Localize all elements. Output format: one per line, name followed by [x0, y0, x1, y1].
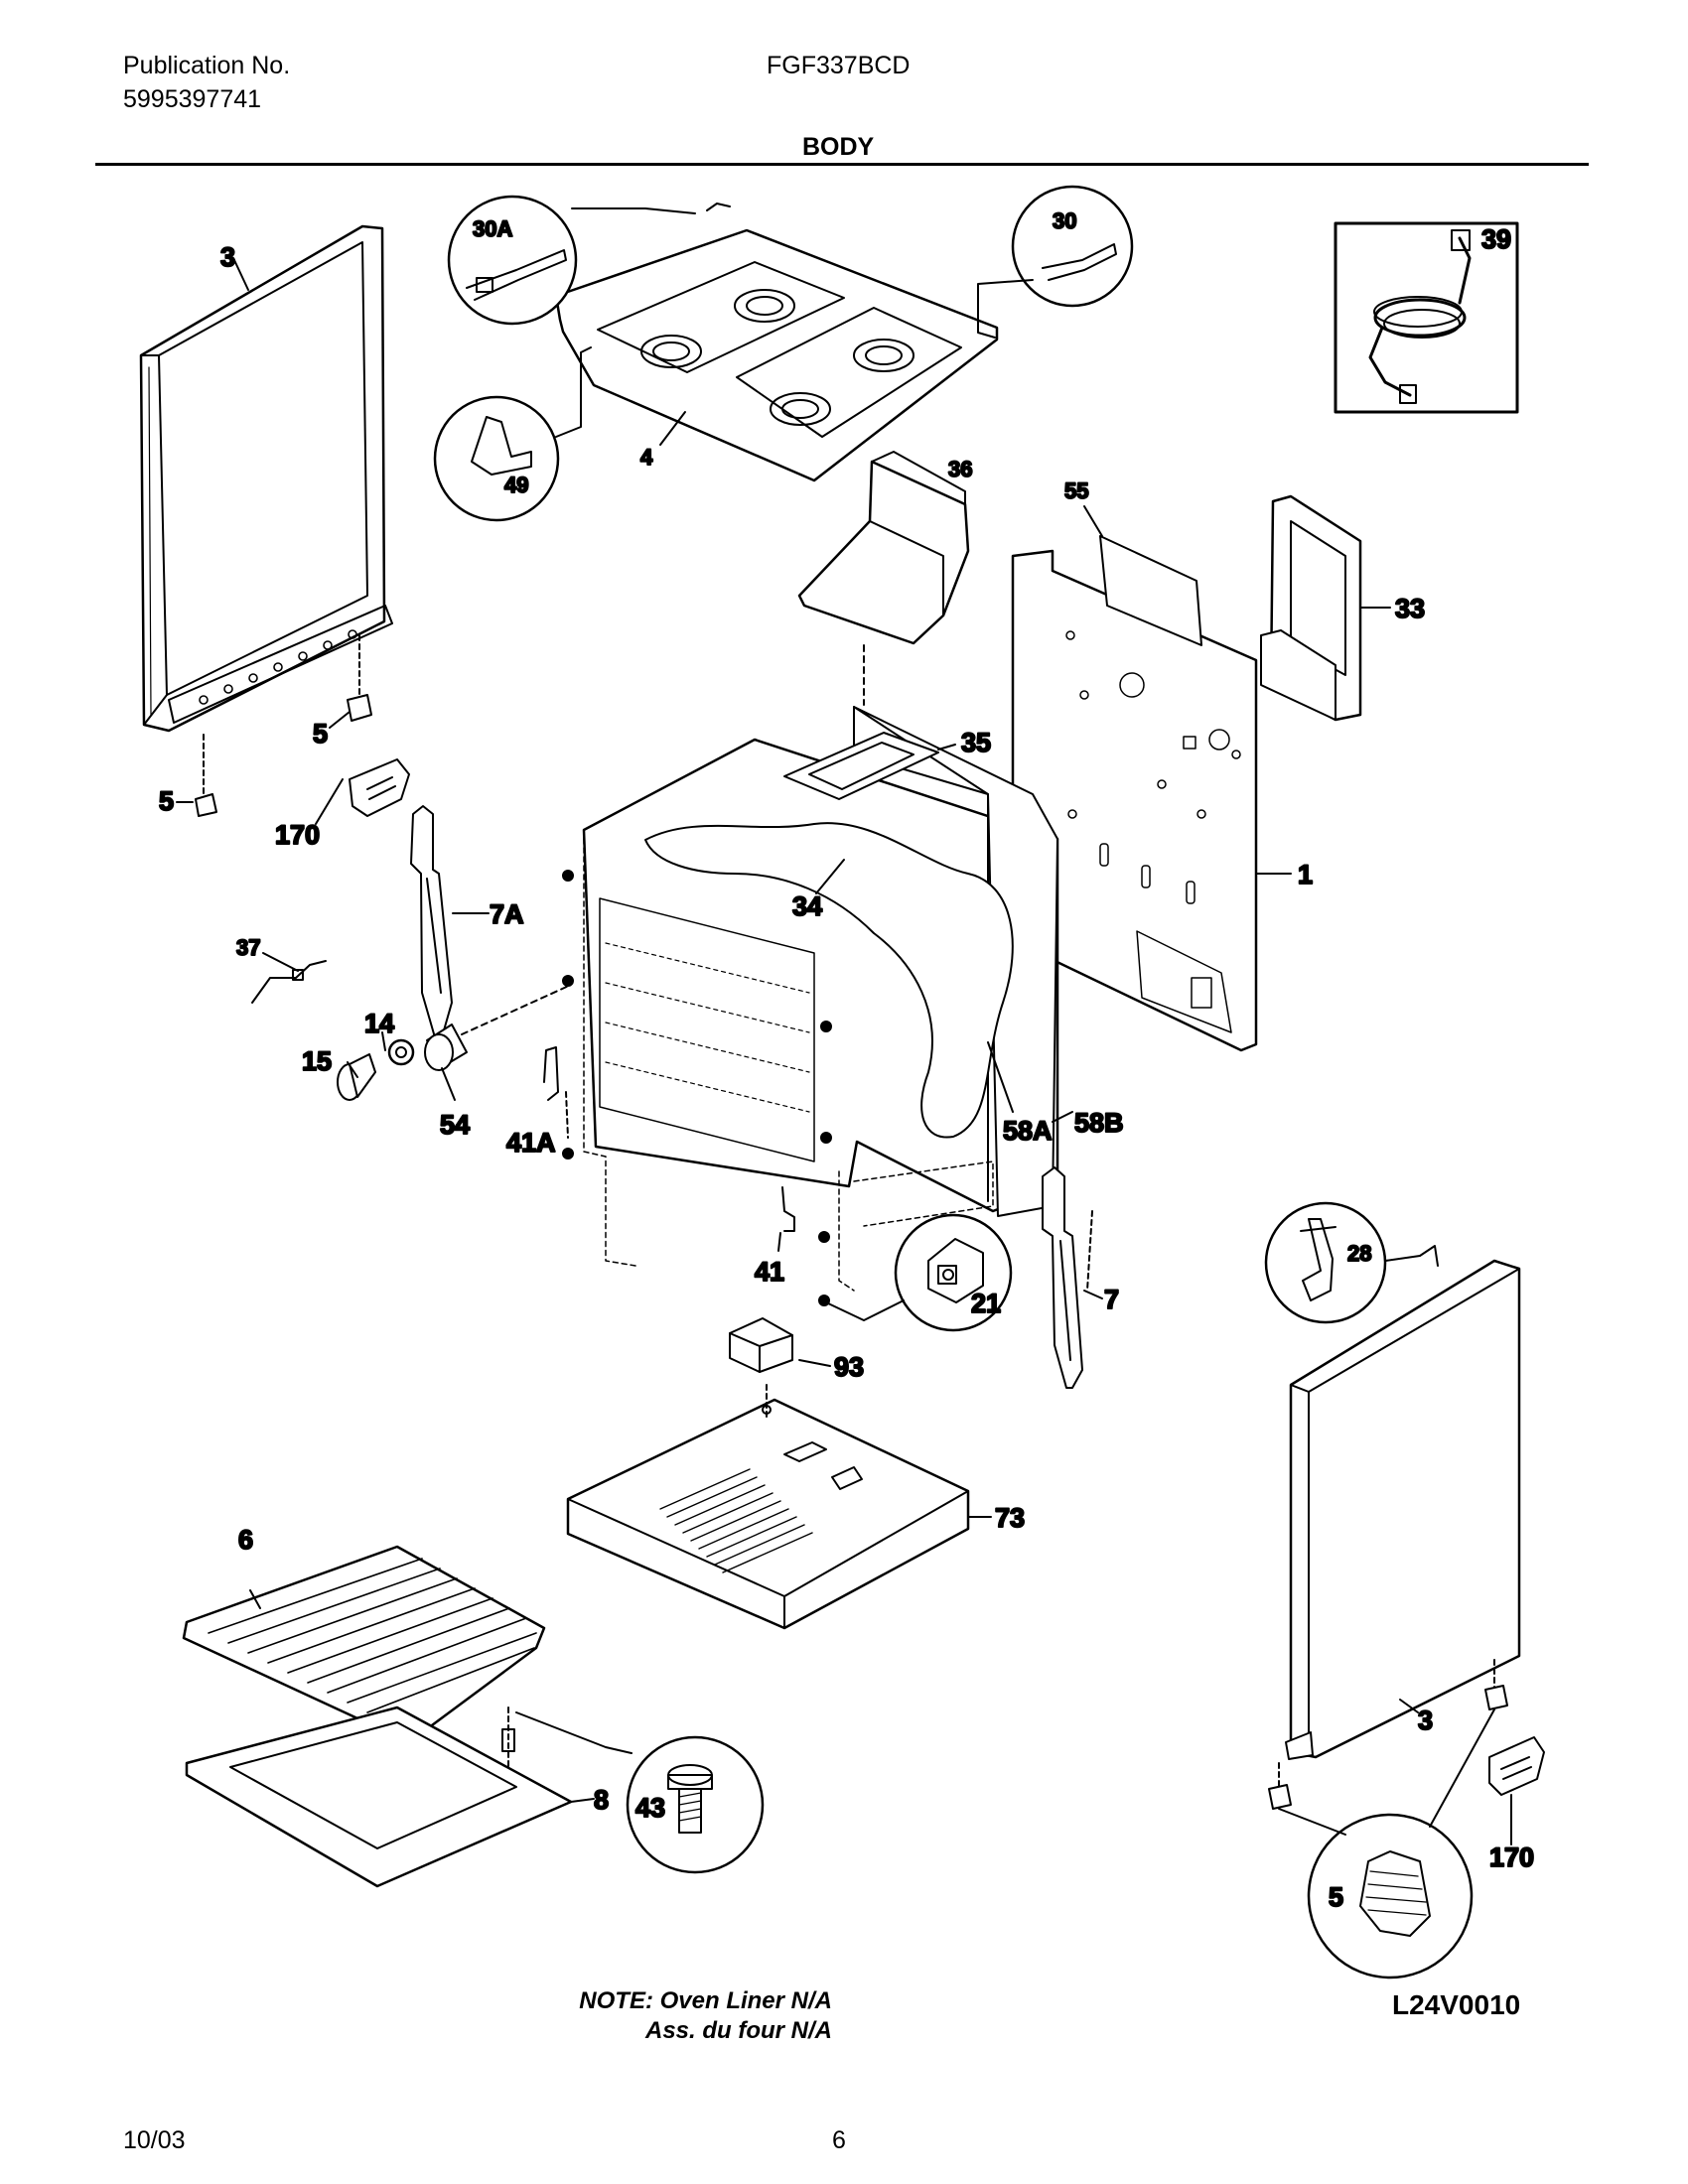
callout-6: 6 [238, 1525, 253, 1555]
header-rule [95, 163, 1589, 166]
callout-170-right: 170 [1489, 1843, 1534, 1872]
anti-tip-bracket-left [315, 758, 410, 825]
screw-43-detail [501, 1706, 765, 1874]
note-line-2: Ass. du four N/A [644, 2017, 832, 2044]
detail-30a-bracket [447, 195, 731, 326]
model-number: FGF337BCD [767, 52, 911, 79]
main-top-panel [554, 228, 999, 482]
callout-49: 49 [504, 473, 528, 497]
left-side-panel [139, 224, 393, 733]
callout-58b: 58B [1074, 1108, 1124, 1138]
rear-cover-panel [1260, 494, 1391, 722]
callout-73: 73 [995, 1503, 1025, 1533]
wire-harness-37 [251, 952, 327, 1004]
callout-5-upper: 5 [313, 719, 328, 749]
callout-3-left: 3 [220, 242, 235, 272]
callout-8: 8 [594, 1785, 609, 1815]
callout-5-detail: 5 [1329, 1882, 1343, 1912]
callout-58a: 58A [1003, 1116, 1053, 1146]
callout-35: 35 [961, 728, 991, 757]
broiler-pan-panel [185, 1706, 595, 1888]
callout-7: 7 [1104, 1285, 1119, 1314]
callout-1: 1 [1298, 860, 1313, 889]
callout-39: 39 [1481, 224, 1511, 254]
callout-37: 37 [236, 935, 260, 960]
callout-54: 54 [440, 1110, 470, 1140]
footer-page-number: 6 [832, 2126, 846, 2154]
callout-34: 34 [792, 891, 822, 921]
footer-date: 10/03 [123, 2126, 186, 2154]
callout-28: 28 [1347, 1241, 1371, 1266]
note-line-1: NOTE: Oven Liner N/A [579, 1987, 832, 2014]
power-cord-detail-box [1334, 221, 1519, 414]
anti-tip-bracket-right [1488, 1736, 1545, 1845]
callout-41: 41 [755, 1257, 784, 1287]
callout-5-lower: 5 [159, 786, 174, 816]
callout-36: 36 [948, 457, 972, 481]
callout-30: 30 [1053, 208, 1076, 233]
rubber-bumper-93 [729, 1317, 831, 1373]
detail-49-clip [433, 346, 592, 522]
door-hinge-left [410, 805, 490, 1038]
detail-21-bushing [825, 1213, 1013, 1332]
callout-43: 43 [635, 1793, 665, 1823]
door-hinge-right [1042, 1166, 1103, 1389]
flue-deflector [797, 451, 970, 706]
callout-41a: 41A [506, 1128, 556, 1158]
callout-55: 55 [1064, 478, 1088, 503]
callout-21: 21 [971, 1289, 1001, 1318]
detail-30-bracket [977, 185, 1134, 339]
oven-body [562, 706, 1073, 1306]
callout-33: 33 [1395, 594, 1425, 623]
right-side-panel [1285, 1259, 1521, 1760]
leveling-leg-left [176, 634, 372, 817]
detail-28-clip [1264, 1201, 1439, 1324]
oven-rack [182, 1545, 546, 1744]
callout-93: 93 [834, 1352, 864, 1382]
callout-14: 14 [364, 1009, 394, 1038]
oven-bottom-panel [566, 1384, 992, 1630]
publication-number: 5995397741 [123, 85, 262, 113]
callout-3-right: 3 [1418, 1706, 1433, 1735]
oven-light-assembly [337, 984, 572, 1101]
callout-30a: 30A [473, 216, 512, 241]
callout-4: 4 [640, 445, 653, 470]
section-title: BODY [802, 133, 875, 161]
leveling-leg-right [1268, 1659, 1508, 1979]
publication-label: Publication No. [123, 52, 291, 79]
diagram-code: L24V0010 [1392, 1989, 1521, 2020]
small-brackets [543, 1046, 795, 1252]
callout-15: 15 [302, 1046, 332, 1076]
callout-170-left: 170 [275, 820, 320, 850]
callout-7a: 7A [490, 899, 524, 929]
